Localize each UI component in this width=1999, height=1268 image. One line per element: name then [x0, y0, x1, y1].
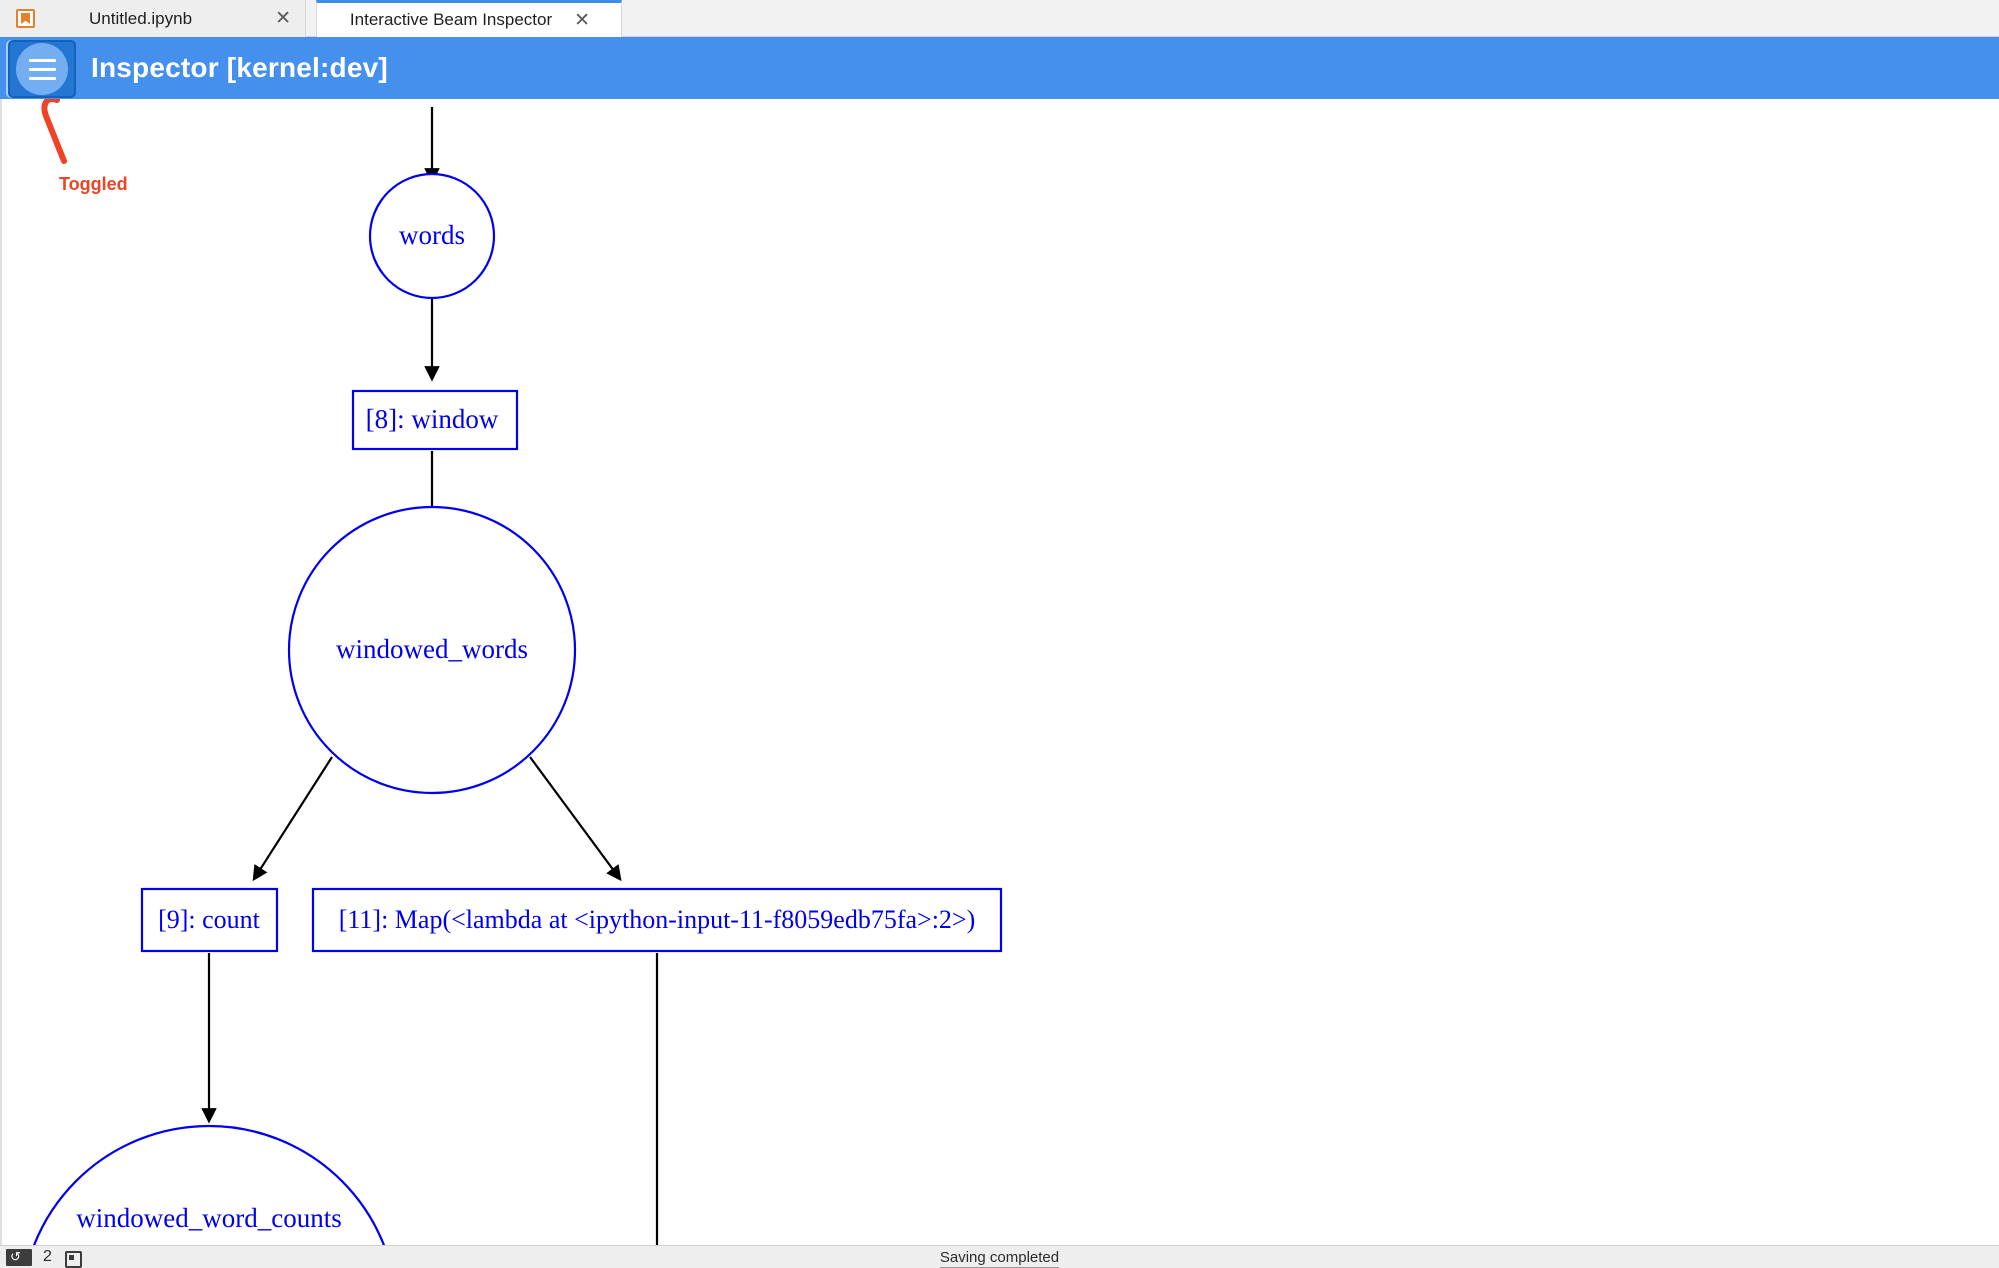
terminal-icon[interactable]	[6, 1248, 32, 1266]
node-label: [11]: Map(<lambda at <ipython-input-11-f…	[339, 905, 976, 934]
tab-label: Interactive Beam Inspector	[349, 10, 553, 29]
graph-node-windowed-word-counts[interactable]: windowed_word_counts	[21, 1124, 397, 1245]
graph-node-map[interactable]: [11]: Map(<lambda at <ipython-input-11-f…	[311, 887, 1003, 953]
status-bar-left: 2	[0, 1248, 82, 1268]
node-label: [8]: window	[366, 404, 499, 434]
menu-toggle-button[interactable]	[8, 40, 76, 98]
tab-untitled-notebook[interactable]: Untitled.ipynb ✕	[0, 0, 306, 37]
status-bar: 2 Saving completed	[0, 1245, 1999, 1268]
node-label: windowed_word_counts	[76, 1203, 341, 1233]
tab-label: Untitled.ipynb	[89, 8, 193, 28]
graph-node-windowed-words[interactable]: windowed_words	[287, 505, 577, 795]
tab-interactive-beam-inspector[interactable]: Interactive Beam Inspector ✕	[316, 0, 622, 37]
status-message-wrap: Saving completed	[0, 1248, 1999, 1268]
node-label: [9]: count	[158, 905, 261, 934]
node-label: words	[399, 220, 465, 250]
inspector-header: Inspector [kernel:dev]	[0, 37, 1999, 99]
edge-windowed-words-to-map	[529, 756, 622, 882]
graph-node-count[interactable]: [9]: count	[140, 887, 279, 953]
node-label: windowed_words	[336, 634, 528, 664]
notebook-icon	[16, 9, 35, 28]
close-icon[interactable]: ✕	[574, 9, 591, 31]
pipeline-graph: words [8]: window windowed_words	[21, 107, 1003, 1245]
kernel-count: 2	[43, 1248, 52, 1265]
hamburger-icon	[16, 43, 68, 95]
tab-bar: Untitled.ipynb ✕ Interactive Beam Inspec…	[0, 0, 1999, 37]
graph-node-window[interactable]: [8]: window	[351, 389, 519, 451]
graph-node-words[interactable]: words	[368, 172, 496, 300]
pipeline-graph-canvas[interactable]: words [8]: window windowed_words	[0, 99, 1999, 1245]
cpu-chip-icon[interactable]	[63, 1249, 82, 1268]
status-message: Saving completed	[939, 1248, 1060, 1268]
close-icon[interactable]: ✕	[275, 8, 291, 29]
edge-windowed-words-to-count	[252, 756, 333, 882]
page-title: Inspector [kernel:dev]	[91, 52, 388, 83]
